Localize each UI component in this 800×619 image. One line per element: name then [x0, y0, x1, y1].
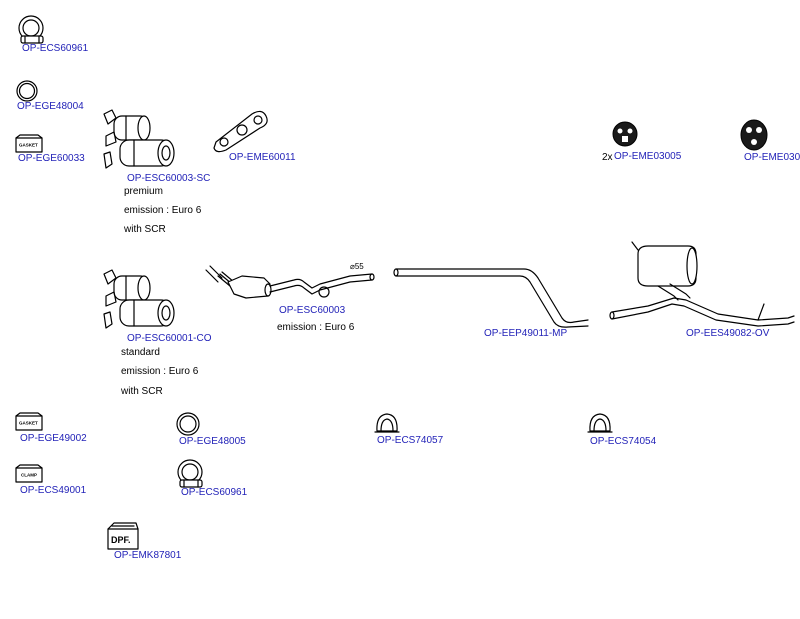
part-label-ege49002[interactable]: OP-EGE49002 — [20, 433, 87, 444]
part-label-ege48005[interactable]: OP-EGE48005 — [179, 436, 246, 447]
part-label-ecs74057[interactable]: OP-ECS74057 — [377, 435, 444, 446]
clamp-icon[interactable] — [374, 411, 400, 435]
rubber-mount-icon[interactable] — [610, 120, 640, 148]
gasket-ring-icon[interactable] — [14, 79, 40, 103]
note-emission-a: emission : Euro 6 — [124, 205, 202, 216]
part-label-ecs49001[interactable]: OP-ECS49001 — [20, 485, 87, 496]
part-label-esc60003[interactable]: OP-ESC60003 — [279, 305, 346, 316]
gasket-box-text: GASKET — [19, 421, 38, 426]
catalyst-icon[interactable] — [100, 268, 180, 336]
clamp-icon[interactable] — [174, 458, 208, 490]
part-label-emk87801[interactable]: OP-EMK87801 — [114, 550, 182, 561]
part-label-ecs60961[interactable]: OP-ECS60961 — [22, 43, 89, 54]
part-label-eme030[interactable]: OP-EME030 — [744, 152, 800, 163]
part-label-eme03005[interactable]: OP-EME03005 — [614, 151, 682, 162]
part-label-ecs60961[interactable]: OP-ECS60961 — [181, 487, 248, 498]
clamp-icon[interactable] — [15, 14, 49, 46]
part-label-ees49082[interactable]: OP-EES49082-OV — [686, 328, 770, 339]
note-emission-b: emission : Euro 6 — [121, 366, 199, 377]
part-label-esc60003-sc[interactable]: OP-ESC60003-SC — [127, 173, 211, 184]
clamp-box-text: CLAMP — [21, 473, 37, 478]
gasket-box-text: GASKET — [19, 143, 38, 148]
dpf-box-text: DPF. — [111, 535, 131, 545]
front-pipe-icon[interactable]: ⌀55 — [200, 256, 380, 306]
part-label-ege48004[interactable]: OP-EGE48004 — [17, 101, 84, 112]
gasket-box-icon[interactable]: GASKET — [15, 412, 43, 431]
part-label-esc60001-co[interactable]: OP-ESC60001-CO — [127, 333, 212, 344]
note-qty: 2x — [602, 152, 613, 163]
middle-pipe-icon[interactable] — [392, 264, 592, 328]
rubber-mount-icon[interactable] — [738, 118, 770, 152]
note-scr-b: with SCR — [121, 386, 163, 397]
catalyst-icon[interactable] — [100, 108, 180, 176]
clamp-box-icon[interactable]: CLAMP — [15, 464, 43, 483]
diameter-label: ⌀55 — [350, 262, 364, 271]
part-label-ecs74054[interactable]: OP-ECS74054 — [590, 436, 657, 447]
gasket-box-icon[interactable]: GASKET — [15, 134, 43, 153]
note-premium: premium — [124, 186, 163, 197]
part-label-eme60011[interactable]: OP-EME60011 — [229, 152, 296, 163]
note-emission-c: emission : Euro 6 — [277, 322, 355, 333]
dpf-kit-icon[interactable]: DPF. — [106, 521, 140, 551]
part-label-eep49011[interactable]: OP-EEP49011-MP — [484, 328, 568, 339]
note-scr-a: with SCR — [124, 224, 166, 235]
part-label-ege60033[interactable]: OP-EGE60033 — [18, 153, 85, 164]
manifold-gasket-icon[interactable] — [212, 110, 270, 153]
rear-silencer-icon[interactable] — [608, 240, 800, 327]
note-standard: standard — [121, 347, 160, 358]
gasket-ring-icon[interactable] — [175, 411, 201, 437]
clamp-icon[interactable] — [587, 411, 613, 435]
